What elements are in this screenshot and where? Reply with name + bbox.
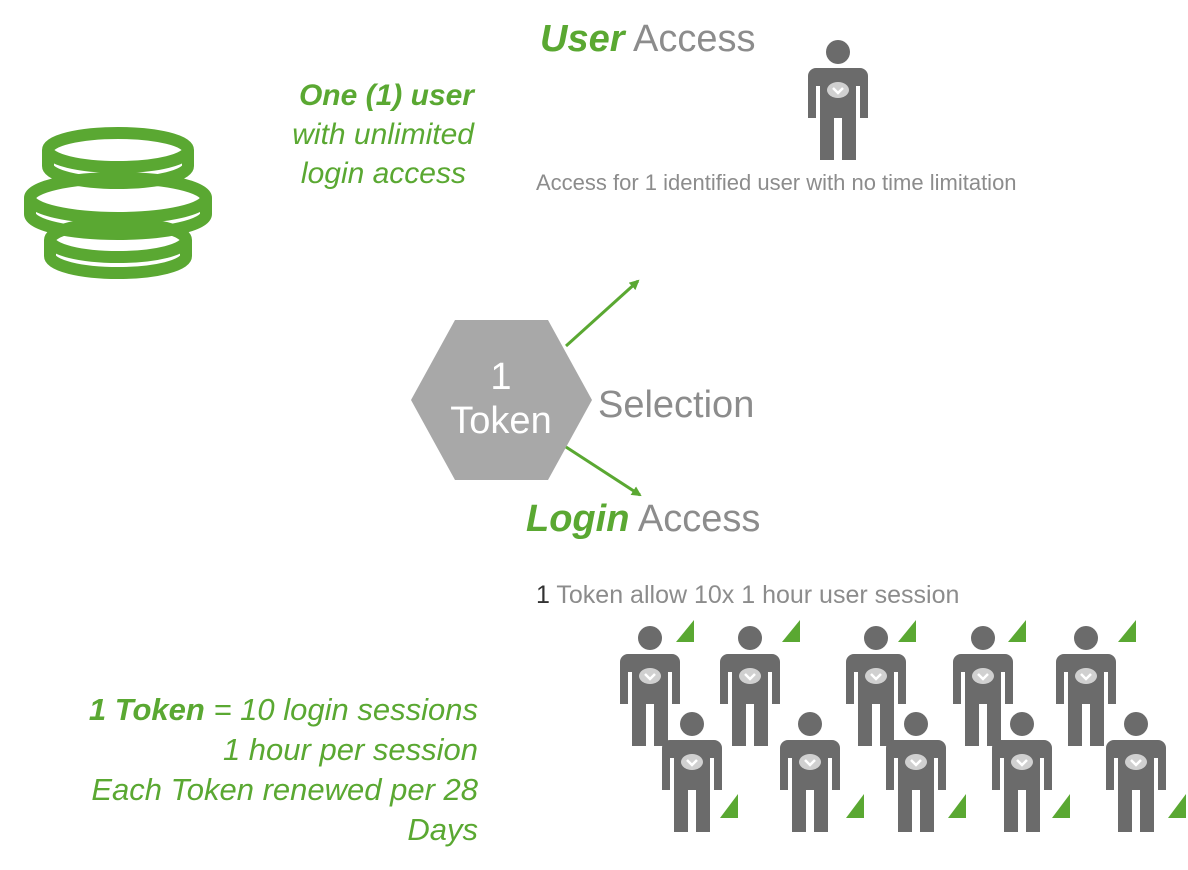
person-icon [718,624,782,748]
person-icon [951,624,1015,748]
person-icon [1054,624,1118,748]
person-icon [806,38,870,162]
hexagon-token-icon [411,320,592,480]
user-access-title-rest: Access [632,18,756,60]
person-icon [884,710,948,834]
left-bottom-line3: Each Token renewed per 28 [91,772,478,807]
login-access-title: Login Access [526,498,761,540]
login-access-description-num: 1 [536,581,550,609]
coin-stack-icon [24,127,212,279]
person-icon [778,710,842,834]
person-icon [1104,710,1168,834]
left-top-line2: with unlimited [292,118,474,151]
user-access-title-bold: User [540,18,625,60]
left-top-line3: login access [300,157,466,190]
login-access-description: 1 Token allow 10x 1 hour user session [536,582,959,608]
arrow-to-login-access [565,445,642,497]
user-access-description: Access for 1 identified user with no tim… [536,170,1017,195]
user-access-title: User Access [540,18,756,60]
token-label: Token [450,400,552,442]
left-bottom-line1-rest: = 10 login sessions [204,692,478,727]
left-top-line1: One (1) user [298,79,474,112]
left-bottom-line1-bold: 1 Token [88,692,205,727]
login-access-description-rest: Token allow 10x 1 hour user session [549,581,960,609]
login-access-title-bold: Login [526,498,630,540]
token-count: 1 [490,356,512,398]
person-icon [844,624,908,748]
selection-label: Selection [598,384,755,426]
login-access-title-rest: Access [637,498,761,540]
person-icon [618,624,682,748]
green-corner-flag-icon [676,620,1186,818]
person-icon [660,710,724,834]
left-bottom-line4: Days [407,812,478,847]
left-bottom-line2: 1 hour per session [222,732,478,767]
left-bottom-line1: 1 Token = 10 login sessions [0,692,478,727]
session-people-group [618,624,1168,834]
arrow-to-user-access [564,279,640,348]
